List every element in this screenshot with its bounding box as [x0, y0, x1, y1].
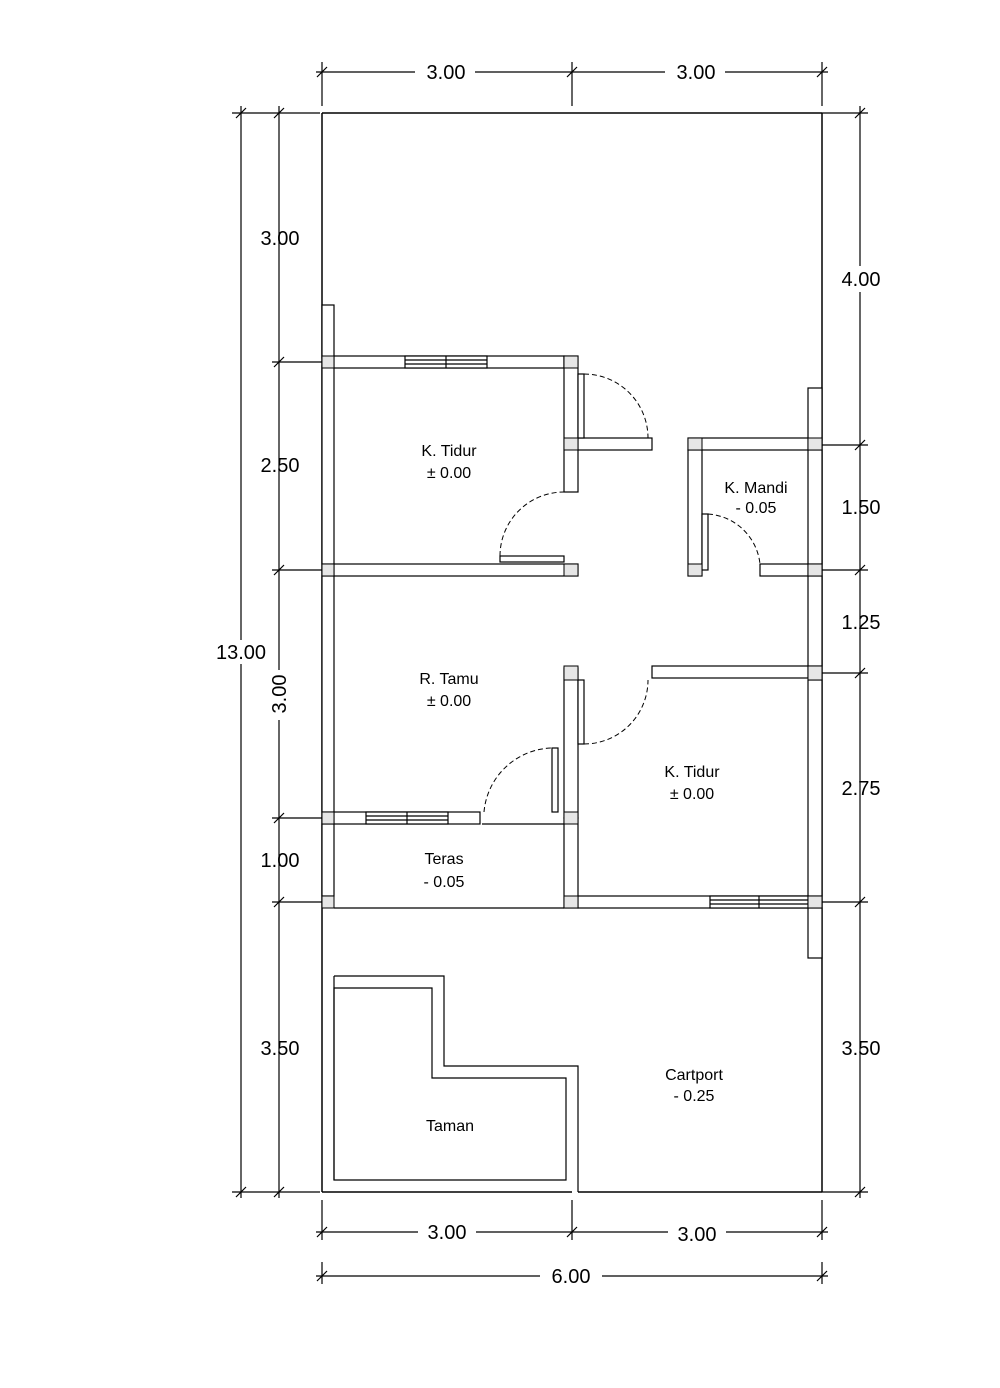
- room-bathroom-name: K. Mandi: [724, 480, 787, 497]
- garden-outline: [333, 975, 579, 1192]
- dim-bottom-left: 3.00: [428, 1222, 467, 1244]
- dim-left-5: 3.50: [261, 1038, 300, 1060]
- room-garden-name: Taman: [426, 1118, 474, 1135]
- dim-right-1: 4.00: [842, 269, 881, 291]
- dim-left-1: 3.00: [261, 228, 300, 250]
- dim-right-3: 1.25: [842, 612, 881, 634]
- dimension-labels: 3.00 3.00 3.00 2.50 3.00 1.00 3.50 13.00…: [216, 62, 881, 1288]
- label-masks: [228, 60, 887, 1288]
- dim-bottom-total: 6.00: [552, 1266, 591, 1288]
- room-terrace-level: - 0.05: [424, 874, 465, 891]
- dim-left-total: 13.00: [216, 642, 266, 664]
- room-bedroom-1-name: K. Tidur: [421, 443, 477, 460]
- room-bedroom-2-level: ± 0.00: [670, 786, 714, 803]
- dim-left-4: 1.00: [261, 850, 300, 872]
- room-bedroom-1-level: ± 0.00: [427, 465, 471, 482]
- dim-left-2: 2.50: [261, 455, 300, 477]
- columns: [321, 355, 823, 909]
- doors: [483, 373, 761, 813]
- dim-top-right: 3.00: [677, 62, 716, 84]
- dim-left-3: 3.00: [269, 675, 291, 714]
- dim-bottom-right: 3.00: [678, 1224, 717, 1246]
- dim-right-5: 3.50: [842, 1038, 881, 1060]
- room-living-name: R. Tamu: [419, 671, 478, 688]
- room-carport-name: Cartport: [665, 1067, 723, 1084]
- room-terrace-name: Teras: [424, 851, 463, 868]
- room-labels: K. Tidur ± 0.00 K. Mandi - 0.05 R. Tamu …: [419, 443, 787, 1135]
- dim-right-4: 2.75: [842, 778, 881, 800]
- room-living-level: ± 0.00: [427, 693, 471, 710]
- dim-right-2: 1.50: [842, 497, 881, 519]
- room-bedroom-2-name: K. Tidur: [664, 764, 720, 781]
- dim-top-left: 3.00: [427, 62, 466, 84]
- room-bathroom-level: - 0.05: [736, 500, 777, 517]
- windows: [365, 355, 809, 909]
- outer-walls: [321, 112, 823, 1193]
- room-carport-level: - 0.25: [674, 1088, 715, 1105]
